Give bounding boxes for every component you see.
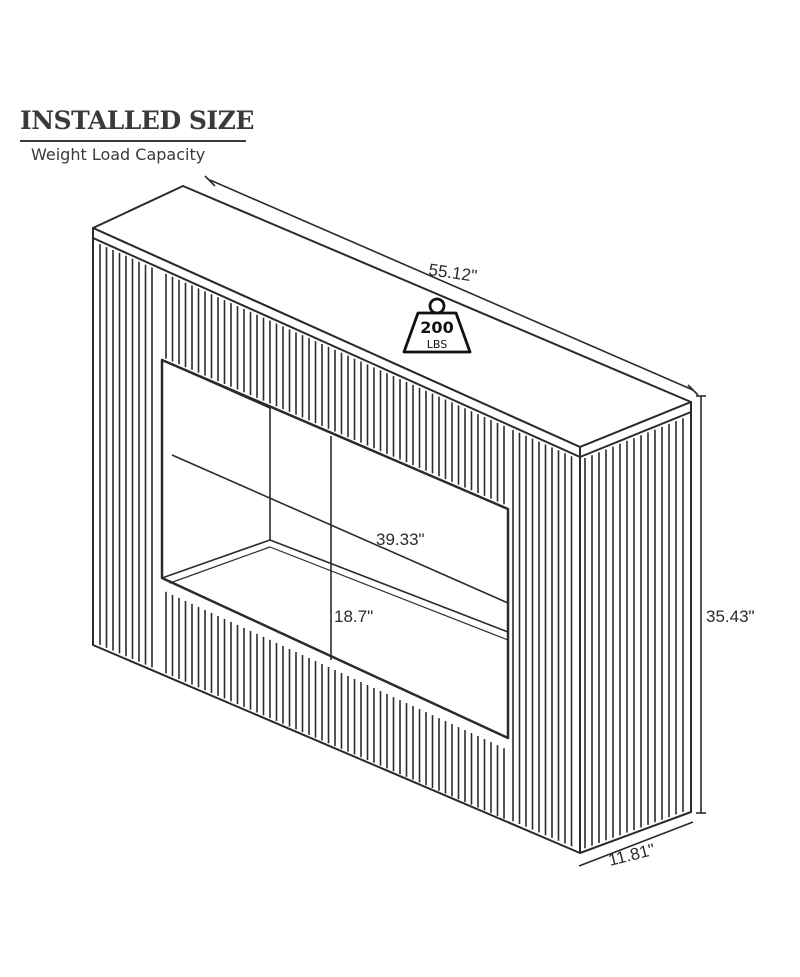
weight-unit: LBS [427,338,447,351]
opening-width-label: 39.33" [376,530,425,549]
front-fluting [99,244,684,849]
height-label: 35.43" [706,607,755,626]
page-subtitle: Weight Load Capacity [31,145,206,164]
depth-dimension-line [578,821,694,867]
opening-height-label: 18.7" [334,607,373,626]
cabinet-side-face [579,401,692,854]
depth-label: 11.81" [606,840,657,870]
width-dimension-line [209,179,694,391]
width-label: 55.12" [427,260,478,286]
opening-width-dimension-line [171,454,509,604]
page-title: INSTALLED SIZE [20,106,254,135]
weight-value: 200 [420,318,453,337]
title-underline [20,140,246,142]
weight-icon: 200 LBS [402,297,472,354]
